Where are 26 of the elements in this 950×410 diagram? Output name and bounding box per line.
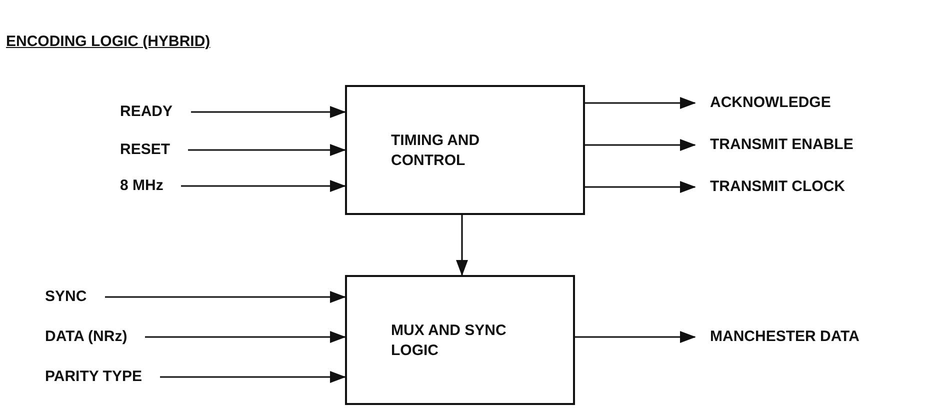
arrow xyxy=(188,144,346,156)
arrow xyxy=(160,371,346,383)
arrow xyxy=(585,139,696,151)
box-label: TIMING AND CONTROL xyxy=(391,131,481,171)
process-box xyxy=(345,275,575,405)
arrow xyxy=(191,106,346,118)
arrow xyxy=(585,181,696,193)
signal-label: PARITY TYPE xyxy=(45,368,142,386)
arrow xyxy=(181,180,346,192)
process-box xyxy=(345,85,585,215)
arrow xyxy=(456,215,468,276)
arrow xyxy=(585,97,696,109)
signal-label: ACKNOWLEDGE xyxy=(710,94,831,112)
signal-label: RESET xyxy=(120,141,170,159)
signal-label: 8 MHz xyxy=(120,177,164,195)
diagram-title: ENCODING LOGIC (HYBRID) xyxy=(6,33,210,50)
arrow xyxy=(105,291,346,303)
arrow xyxy=(145,331,346,343)
signal-label: TRANSMIT CLOCK xyxy=(710,178,845,196)
box-label: MUX AND SYNC LOGIC xyxy=(391,321,508,361)
arrow xyxy=(575,331,696,343)
signal-label: SYNC xyxy=(45,288,87,306)
signal-label: MANCHESTER DATA xyxy=(710,328,860,346)
signal-label: READY xyxy=(120,103,173,121)
signal-label: DATA (NRz) xyxy=(45,328,128,346)
signal-label: TRANSMIT ENABLE xyxy=(710,136,854,154)
